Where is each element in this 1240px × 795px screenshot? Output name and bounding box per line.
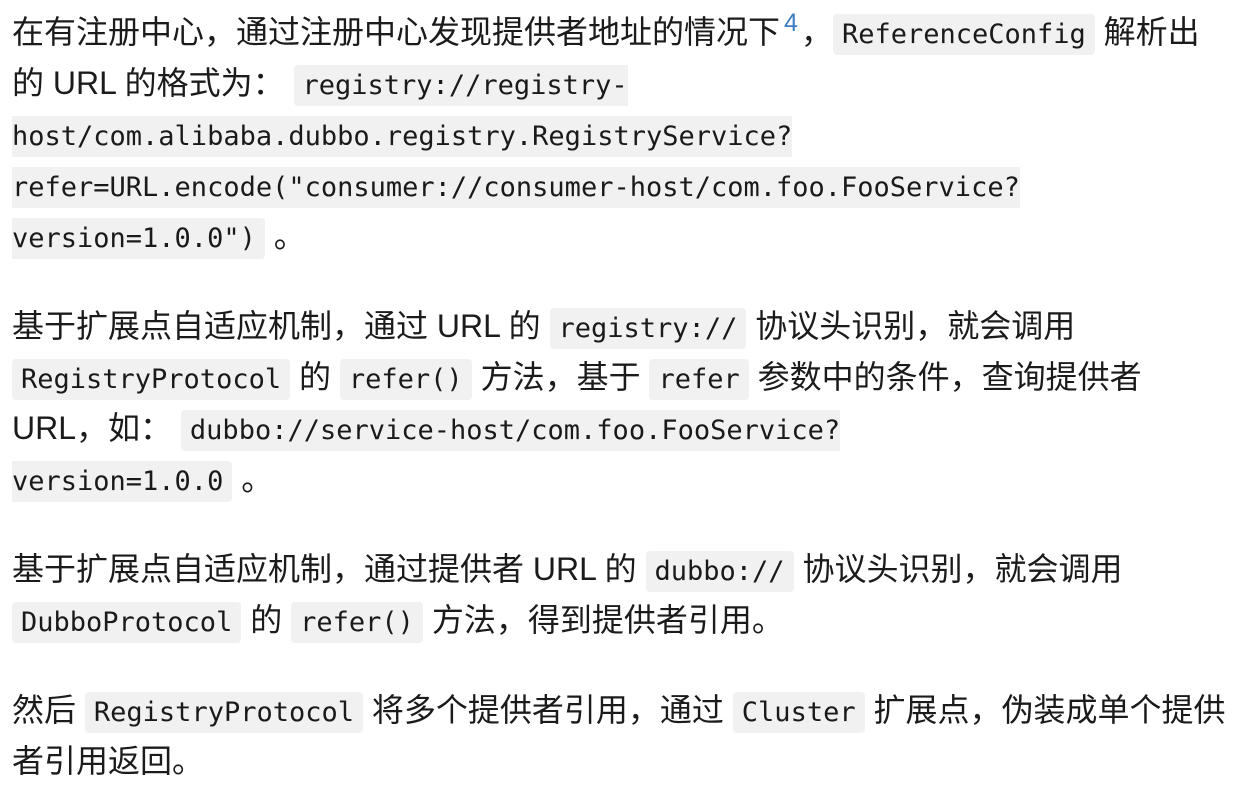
inline-code: refer [649,359,749,400]
text-run: 基于扩展点自适应机制，通过 URL 的 [12,308,550,344]
text-run: 。 [232,461,274,497]
text-run: 然后 [12,692,85,728]
text-run: 协议头识别，就会调用 [746,308,1076,344]
text-run: 参数中的条件，查询提供者 URL，如： [12,359,1142,446]
inline-code: dubbo:// [645,551,794,592]
inline-code: Cluster [732,692,865,733]
paragraph-dubbo-protocol-refer: 基于扩展点自适应机制，通过提供者 URL 的 dubbo:// 协议头识别，就会… [12,545,1226,647]
text-run: 。 [264,218,306,254]
text-run: 方法，基于 [471,359,650,395]
paragraph-registry-protocol-refer: 基于扩展点自适应机制，通过 URL 的 registry:// 协议头识别，就会… [12,302,1226,506]
text-run: 解析出的 URL 的格式为： [12,14,1200,101]
text-run: 的 [241,602,292,638]
inline-code: refer() [339,359,472,400]
inline-code: RegistryProtocol [84,692,363,733]
text-run: 的 [290,359,340,395]
text-run: 将多个提供者引用，通过 [363,692,733,728]
inline-code: ReferenceConfig [832,14,1095,55]
text-run: 方法，得到提供者引用。 [422,602,784,638]
inline-code: RegistryProtocol [12,359,291,400]
text-run: ， [800,14,833,50]
text-run: 扩展点，伪装成单个提供者引用返回。 [12,692,1226,779]
footnote-ref-4[interactable]: 4 [784,9,798,37]
inline-code: refer() [291,602,423,643]
inline-code: registry:// [549,308,747,349]
text-run: 协议头识别，就会调用 [793,551,1123,587]
paragraph-cluster-merge: 然后 RegistryProtocol 将多个提供者引用，通过 Cluster … [12,686,1226,785]
text-run: 基于扩展点自适应机制，通过提供者 URL 的 [12,551,646,587]
text-run: 在有注册中心，通过注册中心发现提供者地址的情况下 [12,14,781,50]
inline-code: DubboProtocol [12,602,242,643]
